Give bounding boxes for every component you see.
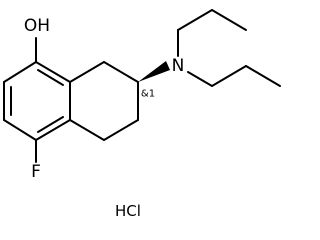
double-bond-c4a-c5 [37,116,64,133]
bond-c8a-c1 [69,61,105,83]
nitrogen-label: N [172,56,185,76]
bond-c2b-c3b [245,65,281,87]
chemical-structure: OH N F &1 HCl [3,9,281,220]
bond-c1-c2 [103,61,139,83]
propyl-chain-upper [177,9,247,57]
bond-c1a-c2a [177,9,213,31]
hydroxyl-label: OH [24,16,50,36]
bond-c5-c6 [3,119,37,141]
stereo-label: &1 [141,89,155,100]
bond-c4a-c5 [35,119,71,141]
bond-c4-c4a [69,119,105,141]
bond-c7-c8 [3,61,37,83]
bond-c8-c8a [35,61,71,83]
aromatic-ring [3,61,71,141]
double-bond-c8-c8a [37,69,64,86]
bond-c3-c4 [103,119,139,141]
saturated-ring [69,61,139,141]
bond-n-c1b [187,71,213,87]
propyl-chain-lower [187,65,281,87]
fluorine-label: F [31,162,41,182]
bond-c2a-c3a [211,9,247,31]
stereo-wedge-bond [138,61,170,82]
salt-label: HCl [115,202,141,220]
bond-c1b-c2b [211,65,247,87]
